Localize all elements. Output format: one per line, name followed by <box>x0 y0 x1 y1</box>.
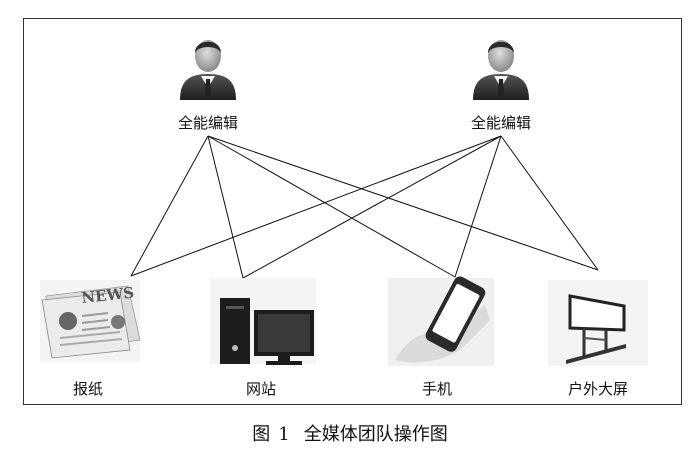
billboard-icon <box>548 280 648 366</box>
newspaper-icon: NEWS <box>40 280 141 362</box>
connection-line <box>454 135 502 278</box>
mobile-phone-icon <box>388 276 494 366</box>
editor-label: 全能编辑 <box>177 114 239 132</box>
caption-figure-label: 图 <box>252 424 271 445</box>
businessman-avatar-icon <box>473 40 529 100</box>
caption-title: 全媒体团队操作图 <box>303 424 448 445</box>
connection-line <box>130 135 209 277</box>
connection-lines <box>130 135 599 279</box>
editor-label: 全能编辑 <box>470 114 532 132</box>
caption-figure-number: 1 <box>278 424 290 445</box>
channel-label: 网站 <box>245 380 277 398</box>
connection-line <box>207 135 244 279</box>
channel-label: 手机 <box>421 380 453 398</box>
connection-line <box>207 135 456 278</box>
channel-label: 报纸 <box>72 380 104 398</box>
channel-label: 户外大屏 <box>567 380 629 398</box>
desktop-computer-icon <box>210 278 316 365</box>
connection-line <box>242 135 502 279</box>
newspaper-masthead: NEWS <box>81 284 135 307</box>
connection-line <box>130 135 502 277</box>
businessman-avatar-icon <box>180 40 236 100</box>
connection-line <box>500 135 599 271</box>
connection-line <box>207 135 599 271</box>
diagram-frame <box>23 18 682 405</box>
